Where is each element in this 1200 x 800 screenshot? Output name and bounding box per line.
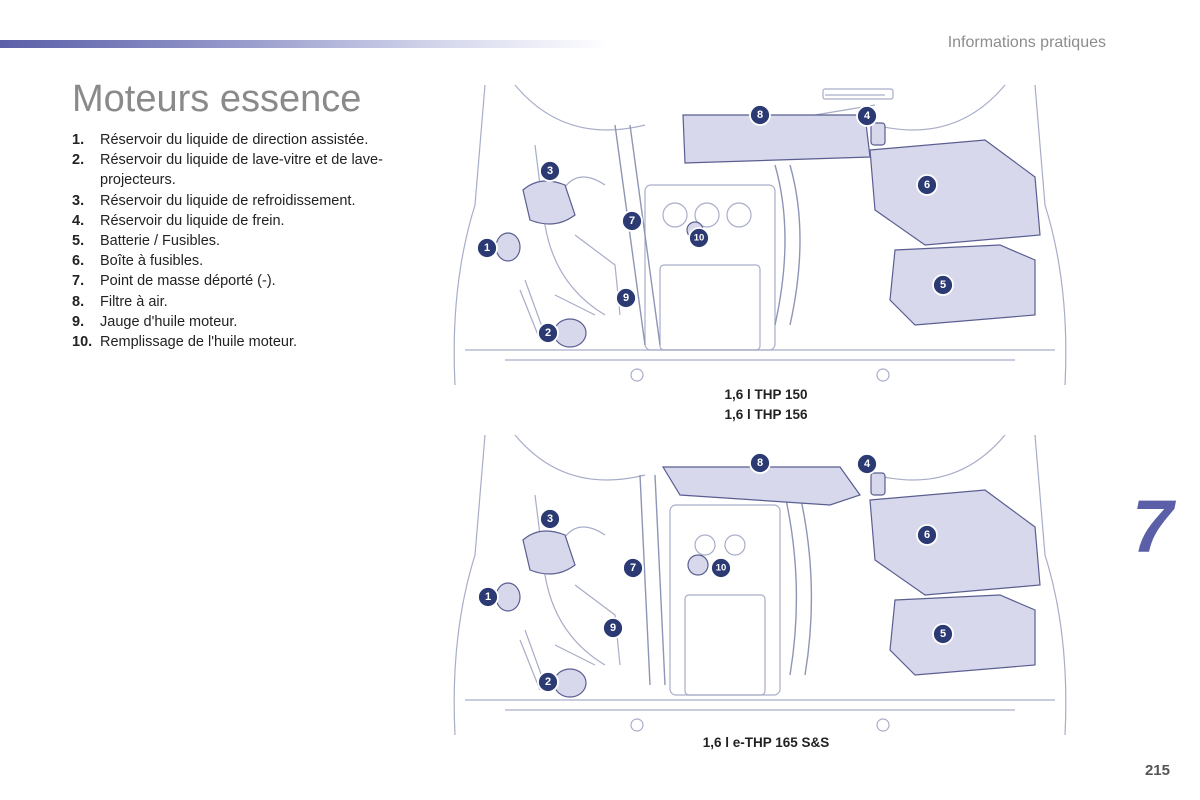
callout-badge: 7 (621, 210, 643, 232)
callout-badge: 9 (615, 287, 637, 309)
svg-text:6: 6 (924, 179, 930, 191)
svg-text:2: 2 (545, 676, 551, 688)
svg-text:2: 2 (545, 327, 551, 339)
header-gradient-bar (0, 40, 610, 48)
page-title: Moteurs essence (72, 78, 362, 120)
svg-text:7: 7 (630, 562, 636, 574)
svg-text:4: 4 (864, 458, 871, 470)
callout-badge: 4 (856, 105, 878, 127)
svg-text:1: 1 (485, 591, 491, 603)
svg-text:1: 1 (484, 242, 490, 254)
svg-text:6: 6 (924, 529, 930, 541)
callout-badge: 10 (688, 227, 710, 249)
page-number: 215 (1144, 762, 1170, 779)
diagram-caption: 1,6 l e-THP 165 S&S (702, 735, 830, 750)
svg-text:9: 9 (623, 292, 629, 304)
callout-badge: 2 (537, 322, 559, 344)
diagram-caption: 1,6 l THP 150 1,6 l THP 156 (724, 387, 808, 422)
callout-badge: 1 (477, 586, 499, 608)
callout-badge: 6 (916, 524, 938, 546)
legend-list: 1.Réservoir du liquide de direction assi… (72, 130, 402, 352)
legend-item: 4.Réservoir du liquide de frein. (72, 212, 285, 229)
callout-badge: 7 (622, 557, 644, 579)
callout-badge: 4 (856, 453, 878, 475)
svg-text:4: 4 (864, 110, 871, 122)
legend-item: 2.Réservoir du liquide de lave-vitre et … (72, 152, 383, 189)
svg-text:3: 3 (547, 513, 553, 525)
svg-text:9: 9 (610, 622, 616, 634)
svg-text:8: 8 (757, 457, 763, 469)
svg-text:10: 10 (716, 563, 727, 574)
callout-badge: 2 (537, 671, 559, 693)
callout-badge: 3 (539, 508, 561, 530)
engine-diagram-ethp165: 1 2 3 4 5 6 7 8 9 10 (445, 435, 1075, 735)
engine-diagram-thp150: 1 2 3 4 5 6 7 8 9 10 (445, 85, 1075, 385)
callout-badge: 5 (932, 274, 954, 296)
legend-item: 8.Filtre à air. (72, 293, 168, 310)
svg-text:7: 7 (629, 215, 635, 227)
callout-badge: 3 (539, 160, 561, 182)
callout-badge: 10 (710, 557, 732, 579)
legend-item: 10.Remplissage de l'huile moteur. (72, 334, 298, 351)
legend-item: 1.Réservoir du liquide de direction assi… (72, 132, 369, 148)
legend-item: 6.Boîte à fusibles. (72, 253, 204, 270)
chapter-number: 7 (1132, 485, 1174, 568)
svg-text:8: 8 (757, 109, 763, 121)
callout-badge: 5 (932, 623, 954, 645)
running-header: Informations pratiques (947, 34, 1106, 51)
callout-badge: 9 (602, 617, 624, 639)
svg-text:3: 3 (547, 165, 553, 177)
legend-item: 9.Jauge d'huile moteur. (72, 313, 238, 330)
svg-text:10: 10 (694, 233, 705, 244)
callout-badge: 8 (749, 452, 771, 474)
callout-badge: 1 (476, 237, 498, 259)
legend-item: 5.Batterie / Fusibles. (72, 233, 221, 250)
legend-item: 3.Réservoir du liquide de refroidissemen… (72, 192, 356, 209)
legend-item: 7.Point de masse déporté (-). (72, 273, 276, 290)
callout-badge: 6 (916, 174, 938, 196)
callout-badge: 8 (749, 104, 771, 126)
svg-text:5: 5 (940, 279, 946, 291)
svg-text:5: 5 (940, 628, 946, 640)
